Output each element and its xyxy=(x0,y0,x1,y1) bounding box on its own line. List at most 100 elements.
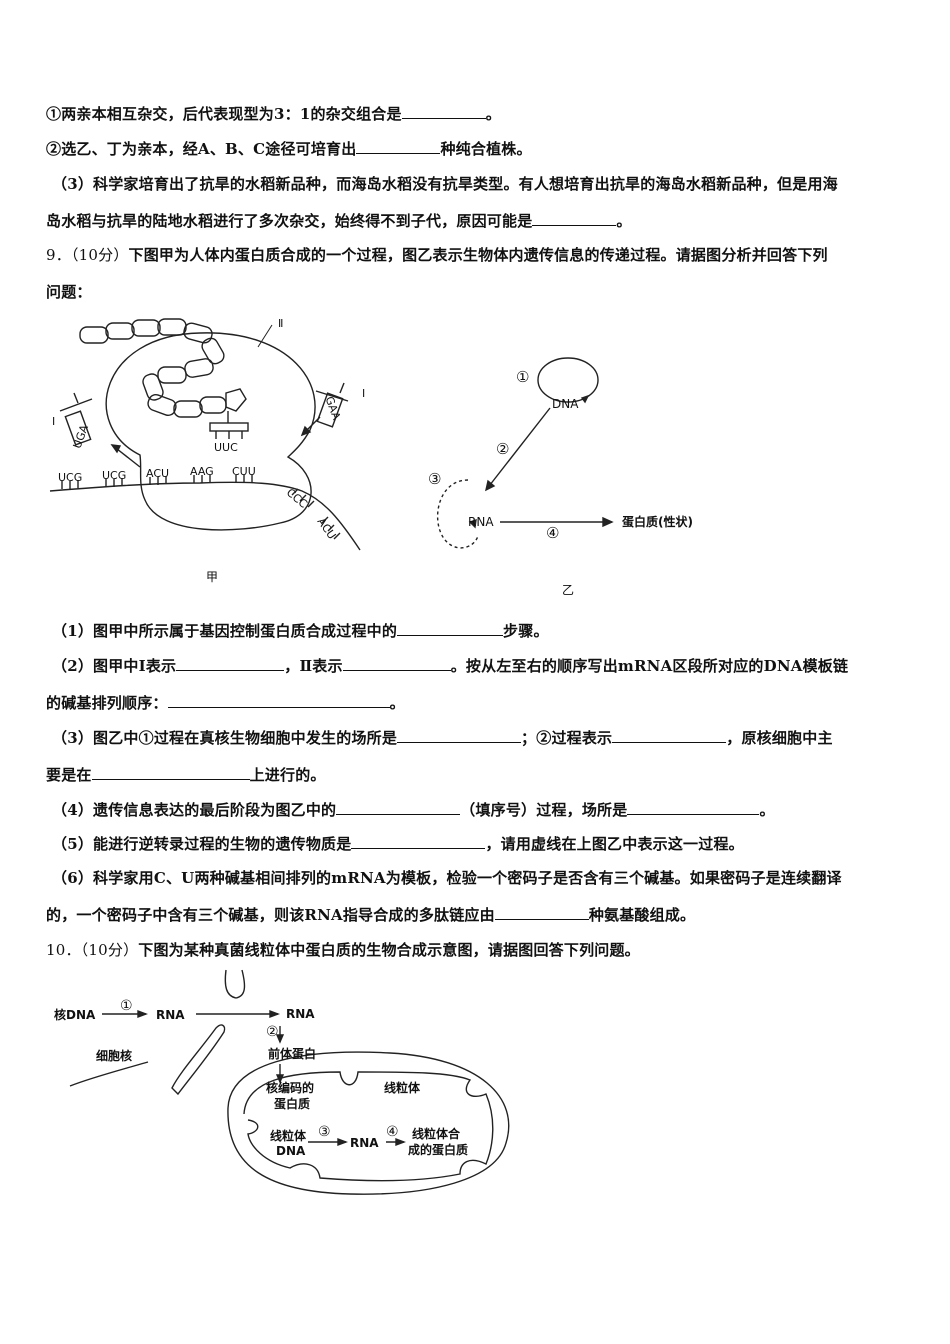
q8-sub3-line1: （3）科学家培育出了抗旱的水稻新品种，而海岛水稻没有抗旱类型。有人想培育出抗旱的… xyxy=(52,173,838,194)
q8-sub3-text1: （3）科学家培育出了抗旱的水稻新品种，而海岛水稻没有抗旱类型。有人想培育出抗旱的… xyxy=(52,175,838,193)
trna-left-icon xyxy=(59,392,93,446)
trna-inside-icon xyxy=(209,411,249,439)
q9-s6-text2: 的，一个密码子中含有三个碱基，则该RNA指导合成的多肽链应由 xyxy=(46,906,495,924)
q9-s2-blank-1[interactable] xyxy=(176,658,285,671)
q9-number: 9．（10分） xyxy=(46,246,129,264)
nuclear-envelope-lower xyxy=(171,1024,226,1096)
anticodon-middle: UUC xyxy=(214,441,238,454)
q8-sub1a-blank[interactable] xyxy=(401,106,486,119)
q8-sub1a-end: 。 xyxy=(485,105,501,123)
q9-s3-text-b: ；②过程表示 xyxy=(521,729,613,747)
q10-intro-text: 下图为某种真菌线粒体中蛋白质的生物合成示意图，请据图回答下列问题。 xyxy=(138,941,640,959)
q9-s3-text-l2: 要是在 xyxy=(46,766,92,784)
nuclear-pore-upper xyxy=(224,969,246,999)
step-2-label: ② xyxy=(266,1024,279,1040)
q9-s2-text-l2: 的碱基排列顺序： xyxy=(46,694,168,712)
mito-dna-label-1: 线粒体 xyxy=(270,1128,307,1143)
codon-2: UCG xyxy=(102,469,126,482)
q9-s3-line2: 要是在 上进行的。 xyxy=(46,764,326,785)
transcription-arrow xyxy=(485,407,551,491)
step-3-label: ③ xyxy=(318,1124,331,1140)
q9-s3-text-c: ，原核细胞中主 xyxy=(726,729,833,747)
q9-s3-blank-2[interactable] xyxy=(612,730,727,743)
q9-intro-line2: 问题： xyxy=(46,281,92,302)
q9-s4-text-b: （填序号）过程，场所是 xyxy=(460,801,628,819)
q9-s2-line1: （2）图甲中Ⅰ表示，Ⅱ表示。按从左至右的顺序写出mRNA区段所对应的DNA模板链 xyxy=(52,655,848,676)
q8-sub3-blank[interactable] xyxy=(532,213,617,226)
q9-s4-blank-2[interactable] xyxy=(627,802,760,815)
mito-protein-label-2: 成的蛋白质 xyxy=(408,1142,468,1157)
q9-s3-blank-1[interactable] xyxy=(397,730,522,743)
mitochondrion-outer xyxy=(227,1051,510,1195)
q9-s6-line2: 的，一个密码子中含有三个碱基，则该RNA指导合成的多肽链应由 种氨基酸组成。 xyxy=(46,904,695,925)
q9-intro-text2: 问题： xyxy=(46,283,92,301)
step-4-label: ④ xyxy=(546,524,559,542)
mitochondrion-label: 线粒体 xyxy=(384,1080,421,1095)
step-3-label: ③ xyxy=(428,470,441,488)
q9-s3-line1: （3）图乙中①过程在真核生物细胞中发生的场所是 ；②过程表示 ，原核细胞中主 xyxy=(52,727,833,748)
figure-yi-label: 乙 xyxy=(562,583,574,597)
rna-replication-loop xyxy=(437,479,479,549)
codon-4: AAG xyxy=(190,465,214,478)
q9-s3-blank-3[interactable] xyxy=(91,767,250,780)
q9-s2-blank-3[interactable] xyxy=(167,695,390,708)
q9-s5-text-a: （5）能进行逆转录过程的生物的遗传物质是 xyxy=(52,835,352,853)
q9-figure-yi: DNA RNA 蛋白质(性状) ① ② ③ ④ 乙 xyxy=(428,357,693,597)
q10-intro-line: 10．（10分）下图为某种真菌线粒体中蛋白质的生物合成示意图，请据图回答下列问题… xyxy=(46,939,640,960)
q9-s4-blank-1[interactable] xyxy=(336,802,461,815)
mito-dna-label-2: DNA xyxy=(276,1144,306,1158)
figure-jia-label: 甲 xyxy=(206,570,218,584)
step-4-label: ④ xyxy=(386,1124,399,1140)
q9-s6-end: 种氨基酸组成。 xyxy=(588,906,696,924)
nuclear-dna-label: 核DNA xyxy=(54,1007,96,1022)
q8-sub1b-line: ②选乙、丁为亲本，经A、B、C途径可培育出 种纯合植株。 xyxy=(46,138,532,159)
protein-label: 蛋白质(性状) xyxy=(622,514,693,529)
ribosome-large-subunit xyxy=(105,332,316,531)
q9-s3-text-a: （3）图乙中①过程在真核生物细胞中发生的场所是 xyxy=(52,729,398,747)
q9-figure-jia: Ⅱ Ⅰ Ⅰ UGA UUC GAA UCG UCG ACU AAG CUU CC… xyxy=(49,317,365,584)
q9-s2-end: 。 xyxy=(389,694,405,712)
q9-s2-blank-2[interactable] xyxy=(342,658,451,671)
roman-I-left-label: Ⅰ xyxy=(52,415,55,428)
nuclear-encoded-protein-label-1: 核编码的 xyxy=(266,1080,314,1095)
dna-label: DNA xyxy=(552,397,579,411)
q10-figure: 核DNA RNA RNA 细胞核 前体蛋白 核编码的 蛋白质 线粒体 线粒体 D… xyxy=(54,969,510,1195)
nucleus-label: 细胞核 xyxy=(96,1048,132,1063)
q8-sub3-text2: 岛水稻与抗旱的陆地水稻进行了多次杂交，始终得不到子代，原因可能是 xyxy=(46,212,533,230)
step-1-label: ① xyxy=(516,368,529,386)
mito-protein-label-1: 线粒体合 xyxy=(412,1126,461,1141)
roman-II-label: Ⅱ xyxy=(278,317,283,330)
q8-sub3-line2: 岛水稻与抗旱的陆地水稻进行了多次杂交，始终得不到子代，原因可能是 。 xyxy=(46,210,632,231)
q9-s3-end: 上进行的。 xyxy=(249,766,326,784)
q9-s5-blank[interactable] xyxy=(351,836,486,849)
roman-I-right-label: Ⅰ xyxy=(362,387,365,400)
step-1-label: ① xyxy=(120,998,133,1014)
q9-s4-line: （4）遗传信息表达的最后阶段为图乙中的 （填序号）过程，场所是 。 xyxy=(52,799,775,820)
q8-sub1b-blank[interactable] xyxy=(356,141,441,154)
q9-s1-text: （1）图甲中所示属于基因控制蛋白质合成过程中的 xyxy=(52,622,398,640)
codon-3: ACU xyxy=(146,467,169,480)
q9-s4-text-a: （4）遗传信息表达的最后阶段为图乙中的 xyxy=(52,801,337,819)
q9-s4-end: 。 xyxy=(759,801,775,819)
q9-s5-text-b: ，请用虚线在上图乙中表示这一过程。 xyxy=(485,835,744,853)
precursor-protein-label: 前体蛋白 xyxy=(268,1046,316,1061)
q9-intro-line1: 9．（10分）下图甲为人体内蛋白质合成的一个过程，图乙表示生物体内遗传信息的传递… xyxy=(46,244,828,265)
anticodon-left: UGA xyxy=(71,423,92,451)
q8-sub1a-line: ①两亲本相互杂交，后代表现型为3：1的杂交组合是。 xyxy=(46,103,501,124)
rna-label-2: RNA xyxy=(286,1007,315,1021)
q9-s1-end: 步骤。 xyxy=(503,622,549,640)
q8-sub1b-text: ②选乙、丁为亲本，经A、B、C途径可培育出 xyxy=(46,140,357,158)
q9-s6-line1: （6）科学家用C、U两种碱基相间排列的mRNA为模板，检验一个密码子是否含有三个… xyxy=(52,867,842,888)
q8-sub1b-end: 种纯合植株。 xyxy=(440,140,532,158)
codon-1: UCG xyxy=(58,471,82,484)
dna-replication-loop xyxy=(537,357,599,403)
mitochondrion-inner xyxy=(243,1071,494,1182)
q9-s5-line: （5）能进行逆转录过程的生物的遗传物质是 ，请用虚线在上图乙中表示这一过程。 xyxy=(52,833,744,854)
nuclear-encoded-protein-label-2: 蛋白质 xyxy=(274,1096,310,1111)
q9-s6-blank[interactable] xyxy=(494,907,589,920)
q8-sub3-end: 。 xyxy=(616,212,632,230)
rna-label-3: RNA xyxy=(350,1136,379,1150)
q9-s2-text-b: ，Ⅱ表示 xyxy=(284,657,343,675)
q9-s1-blank[interactable] xyxy=(397,623,504,636)
trna-right-icon xyxy=(315,382,349,428)
